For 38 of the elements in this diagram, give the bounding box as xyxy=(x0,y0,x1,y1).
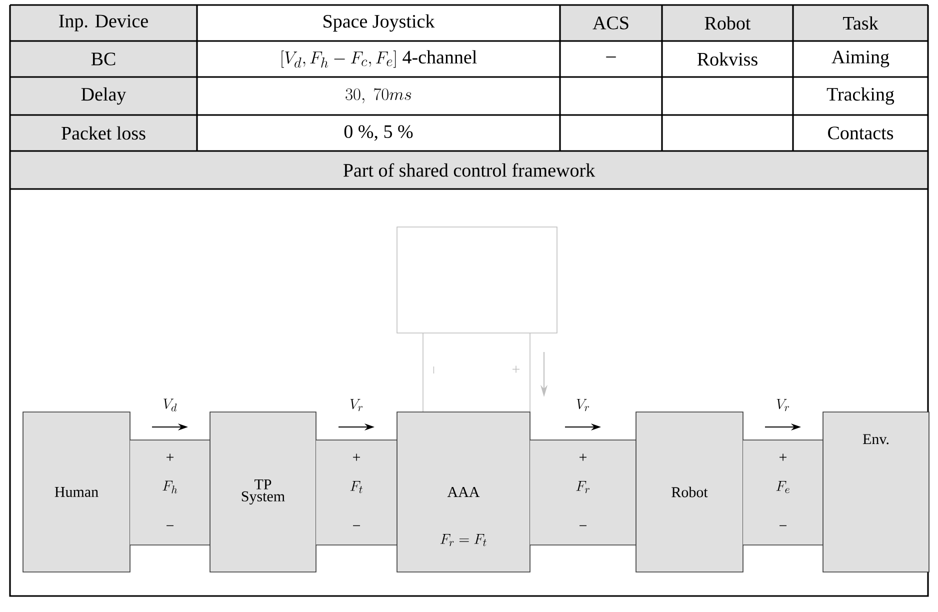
port-box: + $F_e$ − xyxy=(742,440,824,546)
node-label: − xyxy=(580,525,586,526)
port-box: + $F_r$ − xyxy=(530,440,636,546)
node-label: + xyxy=(353,454,360,461)
table-cell: Delay xyxy=(10,77,197,115)
signal-label: $V_d$ xyxy=(164,398,177,412)
table-cell: $[V_d, F_h - F_c, F_e]\mbox{ 4-channel}$ xyxy=(282,50,477,68)
table-cell: Aiming xyxy=(832,50,890,68)
node-label: $F_e$ xyxy=(776,481,790,494)
node-label: + xyxy=(166,454,174,461)
table-cell: Inp. Device xyxy=(10,5,197,41)
node-label: $F_t$ xyxy=(350,481,362,494)
empty-box xyxy=(396,226,558,334)
node-label: $F_h$ xyxy=(162,480,178,494)
table-cell: Packet loss xyxy=(10,115,197,151)
table-cell: Space Joystick xyxy=(324,14,435,32)
table-cell: Tracking xyxy=(826,87,894,105)
signal-label: $V_r$ xyxy=(576,399,589,412)
signal-label: $V_r$ xyxy=(776,399,789,412)
node-label: + xyxy=(780,454,786,461)
table-cell: – xyxy=(606,56,616,58)
node-label: $F_r$ xyxy=(576,481,590,494)
port-box: + $F_t$ − xyxy=(316,440,398,546)
node-label: − xyxy=(780,525,786,526)
table-cell: $30,\ 70ms$ xyxy=(346,88,412,104)
table-cell: Task xyxy=(793,5,928,41)
port-box: − + xyxy=(422,332,530,412)
table-cell: BC xyxy=(10,41,197,77)
table-cell: ACS xyxy=(560,5,662,41)
node-label: − xyxy=(353,525,360,526)
node-label: + xyxy=(580,454,586,461)
table-cell: Rokviss xyxy=(697,52,758,66)
table-cell: Robot xyxy=(662,5,793,41)
port-box: + $F_h$ − xyxy=(130,440,210,546)
node-label: − xyxy=(166,525,174,526)
signal-label: $V_r$ xyxy=(350,399,362,412)
table-cell: 0 %, 5 % xyxy=(344,125,413,141)
table-cell: Contacts xyxy=(828,126,894,140)
